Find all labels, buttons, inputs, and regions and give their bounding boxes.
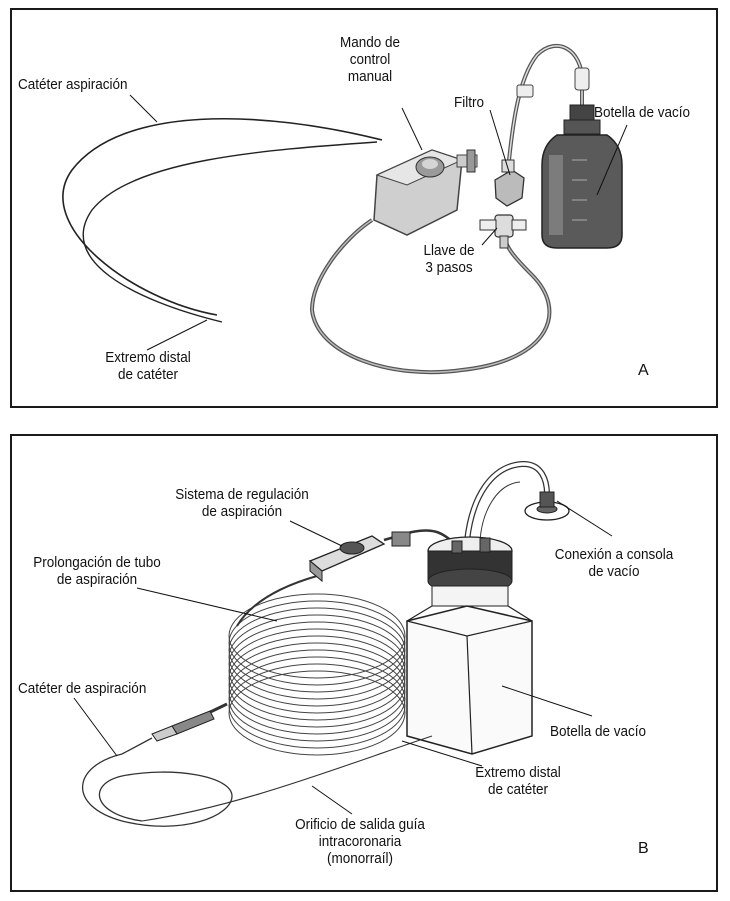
leader-mando: [401, 107, 423, 151]
label-llave-line1: Llave de: [423, 242, 475, 259]
panel-a: Catéter aspiración Mando de control manu…: [10, 8, 718, 408]
label-orificio-salida: Orificio de salida guía intracoronaria (…: [281, 816, 439, 867]
label-orificio-line3: (monorraíl): [326, 850, 394, 867]
label-botella-vacio-a: Botella de vacío: [594, 104, 691, 121]
label-prolongacion-line2: de aspiración: [56, 571, 138, 588]
label-prolongacion-line1: Prolongación de tubo: [33, 554, 161, 571]
label-botella-vacio-b: Botella de vacío: [550, 723, 647, 740]
leader-filtro: [489, 109, 511, 176]
label-llave-line2: 3 pasos: [425, 259, 473, 276]
label-filtro: Filtro: [454, 94, 485, 111]
filter: [494, 159, 525, 207]
leader-cateter-a: [129, 94, 158, 123]
aspiration-regulator: [308, 535, 386, 583]
leader-conexion: [556, 500, 613, 537]
panel-b: Sistema de regulación de aspiración Prol…: [10, 434, 718, 892]
label-orificio-line1: Orificio de salida guía: [295, 816, 425, 833]
label-extremo-a-line2: de catéter: [117, 366, 179, 383]
label-extremo-b-line2: de catéter: [487, 781, 549, 798]
leader-extremo-a: [146, 319, 208, 351]
label-mando-line2: control: [349, 51, 391, 68]
console-connection: [524, 491, 570, 521]
leader-llave: [481, 227, 498, 246]
panel-a-illustration: [62, 43, 628, 375]
label-cateter-aspiracion: Catéter aspiración: [18, 76, 128, 93]
catheter-hub-b: [151, 710, 215, 742]
label-extremo-distal-a: Extremo distal de catéter: [94, 349, 202, 383]
panel-letter-a: A: [638, 362, 649, 379]
panel-letter-b: B: [638, 840, 649, 857]
label-extremo-a-line1: Extremo distal: [105, 349, 191, 366]
leader-orificio: [311, 785, 353, 815]
label-conexion-line1: Conexión a consola: [554, 546, 674, 563]
tube-connector: [574, 67, 590, 91]
label-extremo-distal-b: Extremo distal de catéter: [468, 764, 569, 798]
label-mando-control: Mando de control manual: [334, 34, 406, 85]
label-sistema-line1: Sistema de regulación: [175, 486, 309, 503]
leader-sistema: [289, 520, 343, 547]
coiled-tube: [228, 593, 406, 756]
label-prolongacion-tubo: Prolongación de tubo de aspiración: [25, 554, 169, 588]
label-sistema-regulacion: Sistema de regulación de aspiración: [170, 486, 314, 520]
label-sistema-line2: de aspiración: [201, 503, 283, 520]
label-mando-line1: Mando de: [339, 34, 401, 51]
label-conexion-line2: de vacío: [588, 563, 640, 580]
label-mando-line3: manual: [347, 68, 393, 85]
label-conexion-consola: Conexión a consola de vacío: [544, 546, 684, 580]
leader-botella-a: [596, 124, 628, 196]
label-llave-3-pasos: Llave de 3 pasos: [418, 242, 481, 276]
vacuum-bottle-b: [406, 536, 533, 755]
three-way-stopcock: [479, 214, 527, 249]
manual-control-handle: [373, 149, 478, 236]
vacuum-bottle-a: [541, 104, 623, 249]
label-orificio-line2: intracoronaria: [318, 833, 402, 850]
leader-extremo-b: [401, 740, 483, 767]
label-extremo-b-line1: Extremo distal: [475, 764, 561, 781]
leader-prolongacion: [136, 587, 278, 622]
leader-cateter-b: [73, 697, 118, 757]
leader-botella-b: [501, 685, 593, 717]
catheter-loop-b: [82, 753, 233, 827]
panel-b-illustration: [73, 461, 613, 827]
catheter-loop-inner: [82, 141, 378, 323]
catheter-loop-outer: [62, 117, 383, 316]
label-cateter-aspiracion-b: Catéter de aspiración: [18, 680, 147, 697]
